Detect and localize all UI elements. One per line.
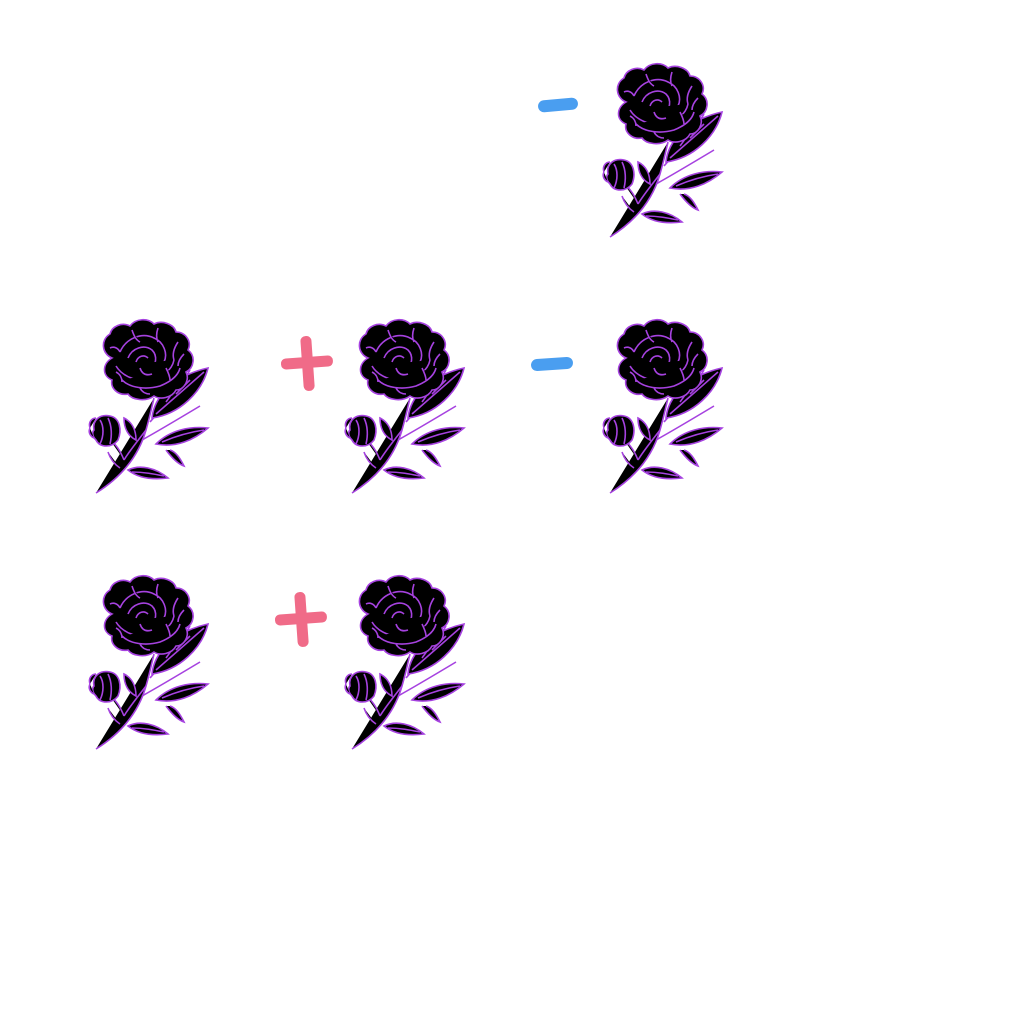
plus-sign-icon [274, 591, 327, 647]
peony-flower-icon [344, 574, 465, 750]
minus-sign-icon [538, 97, 578, 113]
peony-flower-icon [88, 318, 209, 494]
minus-sign-icon [531, 356, 573, 372]
peony-flower-icon [88, 574, 209, 750]
row-3 [88, 574, 465, 750]
peony-flower-icon [344, 318, 465, 494]
row-1 [538, 62, 723, 238]
row-2 [88, 318, 723, 494]
peony-flower-icon [602, 62, 723, 238]
peony-flower-icon [602, 318, 723, 494]
plus-sign-icon [280, 335, 333, 391]
